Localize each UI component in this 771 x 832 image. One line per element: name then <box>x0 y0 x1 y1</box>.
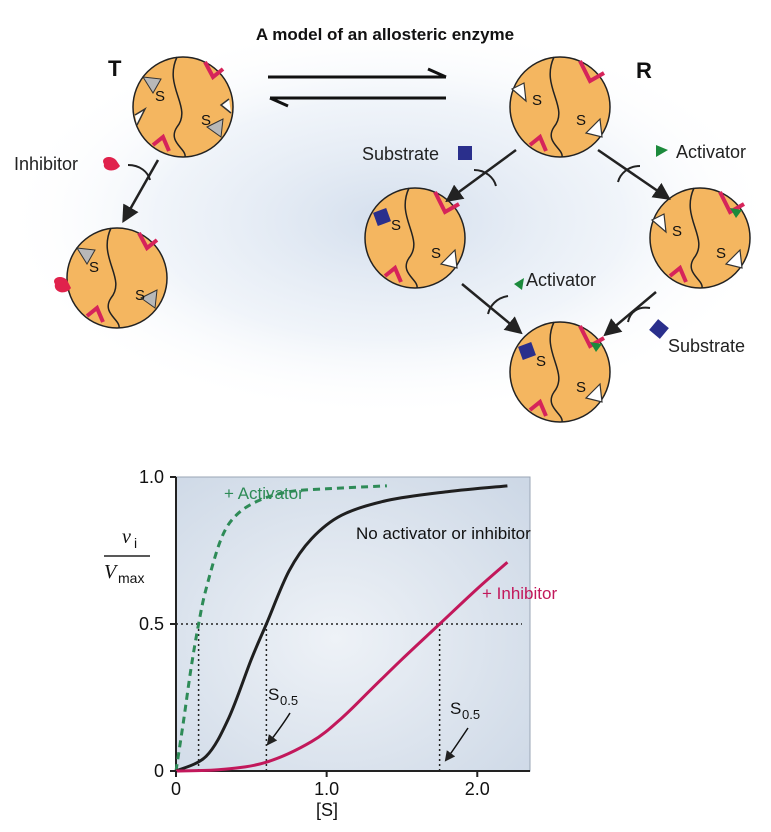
ticks: 0 1.0 2.0 0 0.5 1.0 <box>139 467 490 799</box>
x-tick-label: 0 <box>171 779 181 799</box>
inhibitor-curve-label: + Inhibitor <box>482 584 557 603</box>
saturation-chart: 0 1.0 2.0 0 0.5 1.0 v i V max [S] + Activator… <box>104 467 557 820</box>
s05-annotation-inhibitor: S 0.5 <box>444 699 480 762</box>
activator-mid-label: Activator <box>526 270 596 290</box>
activator-to-both-arrow <box>603 291 657 337</box>
inhibitor-curve <box>175 561 509 773</box>
activator-top-glyph <box>656 145 668 157</box>
s05-label: S <box>450 699 461 718</box>
activator-mid-glyph <box>514 278 524 290</box>
s05-arrow <box>266 712 291 746</box>
t-to-inhibited-arrow <box>122 159 160 224</box>
r-to-substrate-arrow <box>445 148 517 203</box>
y-tick-label: 1.0 <box>139 467 164 487</box>
inhibitor-join <box>127 164 151 181</box>
site-label: S <box>431 245 441 262</box>
site-label: S <box>716 245 726 262</box>
y-tick-label: 0.5 <box>139 614 164 634</box>
site-label: S <box>391 217 401 234</box>
enzyme-t-inhibited: S S <box>54 227 168 329</box>
s05-annotation-normal: S 0.5 <box>266 685 298 746</box>
substrate-bottom-glyph <box>649 319 669 339</box>
y-tick-label: 0 <box>154 761 164 781</box>
y-axis-label: v i V max <box>104 526 150 586</box>
substrate-top-glyph <box>458 146 472 160</box>
site-label: S <box>532 92 542 109</box>
normal-curve-label: No activator or inhibitor <box>356 524 531 543</box>
x-tick-label: 2.0 <box>465 779 490 799</box>
r-state-label: R <box>636 58 652 83</box>
activator-curve <box>174 484 387 772</box>
site-label: S <box>89 259 99 276</box>
x-tick-label: 1.0 <box>314 779 339 799</box>
substrate-to-both-arrow <box>461 283 523 335</box>
y-label-denominator-sub: max <box>118 570 144 586</box>
s05-subscript: 0.5 <box>462 707 480 722</box>
r-to-activator-arrow <box>597 148 671 200</box>
enzyme-r-activator: S S <box>649 187 751 289</box>
substrate-bottom-label: Substrate <box>668 336 745 356</box>
site-label: S <box>201 112 211 129</box>
activator-top-label: Activator <box>676 142 746 162</box>
s05-arrow <box>444 727 469 762</box>
y-label-denominator: V <box>104 561 119 583</box>
equilibrium-arrows <box>268 67 447 108</box>
inhibitor-glyph <box>103 157 120 171</box>
site-label: S <box>576 379 586 396</box>
enzyme-r-substrate: S S <box>364 187 466 289</box>
enzyme-t-state: S S <box>132 56 234 158</box>
curves <box>174 484 509 773</box>
inhibitor-label: Inhibitor <box>14 154 78 174</box>
site-label: S <box>135 287 145 304</box>
y-label-numerator: v <box>122 526 131 548</box>
s05-label: S <box>268 685 279 704</box>
figure-title: A model of an allosteric enzyme <box>256 25 514 44</box>
y-label-numerator-sub: i <box>134 535 137 551</box>
site-label: S <box>672 223 682 240</box>
activator-top-join <box>617 165 641 183</box>
substrate-top-label: Substrate <box>362 144 439 164</box>
substrate-top-join <box>473 169 497 187</box>
enzyme-r-state: S S <box>509 56 611 158</box>
t-state-label: T <box>108 56 122 81</box>
site-label: S <box>536 353 546 370</box>
activator-curve-label: + Activator <box>224 484 304 503</box>
site-label: S <box>576 112 586 129</box>
normal-curve <box>175 484 508 773</box>
s05-subscript: 0.5 <box>280 693 298 708</box>
activator-mid-join <box>487 295 509 315</box>
x-axis-label: [S] <box>316 800 338 820</box>
enzyme-r-both: S S <box>509 321 611 423</box>
site-label: S <box>155 88 165 105</box>
